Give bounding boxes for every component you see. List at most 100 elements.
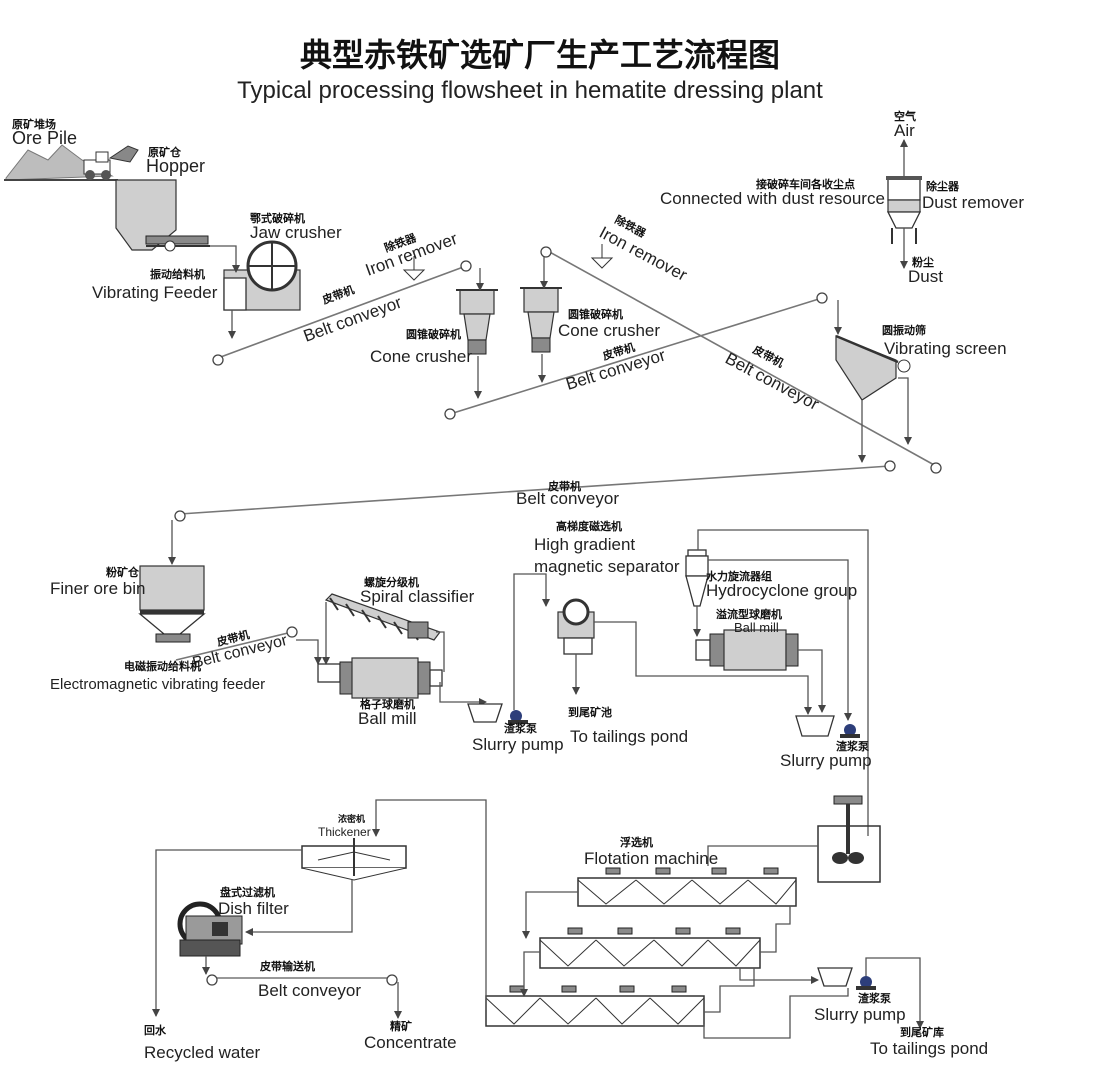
ball-mill1-cn: 格子球磨机 bbox=[360, 697, 415, 711]
flotation-bank-3 bbox=[485, 985, 705, 1027]
hgms-label-2: magnetic separator bbox=[534, 557, 680, 576]
thickener-label: Thickener bbox=[318, 825, 371, 839]
hydrocyclone-label: Hydrocyclone group bbox=[706, 581, 857, 600]
ball-mill-2 bbox=[695, 629, 799, 671]
ball-mill2-cn: 溢流型球磨机 bbox=[716, 607, 782, 621]
hopper-cn: 原矿仓 bbox=[148, 145, 182, 159]
dust-remover bbox=[886, 176, 922, 244]
belt-roller bbox=[816, 292, 828, 304]
cone-crusher-2 bbox=[520, 287, 562, 353]
thickener-cn: 浓密机 bbox=[338, 813, 365, 825]
hydrocyclone-group bbox=[685, 549, 709, 607]
dust-label: Dust bbox=[908, 267, 943, 286]
slurry-pump-3 bbox=[817, 967, 876, 990]
ball-mill-1 bbox=[317, 657, 443, 699]
jaw-crusher-cn: 鄂式破碎机 bbox=[250, 211, 305, 225]
ore-pile-label: Ore Pile bbox=[12, 128, 77, 148]
hgms-cn: 高梯度磁选机 bbox=[556, 519, 622, 533]
title-en: Typical processing flowsheet in hematite… bbox=[237, 77, 823, 104]
vibrating-feeder-cn: 振动给料机 bbox=[150, 267, 205, 281]
slurry-pump1-cn: 渣浆泵 bbox=[504, 721, 537, 735]
belt1-cn: 皮带机 bbox=[319, 282, 356, 307]
slurry-pump-1 bbox=[467, 703, 528, 724]
magnetic-separator bbox=[557, 598, 595, 655]
air-label: Air bbox=[894, 121, 915, 140]
belt-roller bbox=[930, 462, 942, 474]
belt4-cn: 皮带机 bbox=[547, 479, 581, 493]
flotation-bank-1 bbox=[577, 867, 797, 907]
vibrating-screen-cn: 圆振动筛 bbox=[882, 323, 926, 337]
dust-source-label: Connected with dust resource bbox=[660, 189, 885, 208]
tailings2-label: To tailings pond bbox=[870, 1039, 988, 1058]
dust-remover-label: Dust remover bbox=[922, 193, 1024, 212]
slurry-pump2-label: Slurry pump bbox=[780, 751, 872, 770]
cone-crusher1-cn: 圆锥破碎机 bbox=[406, 327, 461, 341]
concentrate-label: Concentrate bbox=[364, 1033, 457, 1052]
belt-roller bbox=[540, 246, 552, 258]
belt-roller bbox=[174, 510, 186, 522]
slurry-pump-2 bbox=[795, 715, 860, 738]
iron-remover-icon bbox=[590, 244, 614, 269]
tailings1-cn: 到尾矿池 bbox=[568, 705, 612, 719]
flotation-bank-2 bbox=[539, 927, 761, 969]
flotation-cn: 浮选机 bbox=[620, 835, 653, 849]
belt6-cn: 皮带输送机 bbox=[259, 959, 315, 973]
vibrating-feeder-label: Vibrating Feeder bbox=[92, 283, 218, 302]
jaw-crusher bbox=[223, 240, 301, 311]
belt-roller bbox=[206, 974, 218, 986]
dish-filter bbox=[177, 901, 243, 957]
slurry-pump3-label: Slurry pump bbox=[814, 1005, 906, 1024]
spiral-classifier-label: Spiral classifier bbox=[360, 587, 475, 606]
hopper-label: Hopper bbox=[146, 156, 205, 176]
ball-mill2-label: Ball mill bbox=[734, 620, 779, 635]
recycled-water-label: Recycled water bbox=[144, 1043, 261, 1062]
spiral-classifier-cn: 螺旋分级机 bbox=[364, 575, 419, 589]
agitator-tank bbox=[817, 795, 881, 883]
belt-roller bbox=[884, 460, 896, 472]
finer-ore-bin-label: Finer ore bin bbox=[50, 579, 145, 598]
vibrating-screen-label: Vibrating screen bbox=[884, 339, 1007, 358]
slurry-pump3-cn: 渣浆泵 bbox=[858, 991, 891, 1005]
thickener bbox=[301, 838, 407, 881]
concentrate-cn: 精矿 bbox=[390, 1019, 412, 1033]
slurry-pump1-label: Slurry pump bbox=[472, 735, 564, 754]
slurry-pump2-cn: 渣浆泵 bbox=[836, 739, 869, 753]
title-cn: 典型赤铁矿选矿厂生产工艺流程图 bbox=[300, 36, 780, 74]
belt-roller bbox=[460, 260, 472, 272]
dust-remover-cn: 除尘器 bbox=[926, 179, 960, 193]
belt-roller bbox=[212, 354, 224, 366]
belt1-label: Belt conveyor bbox=[301, 293, 405, 346]
belt-roller bbox=[286, 626, 298, 638]
flotation-label: Flotation machine bbox=[584, 849, 718, 868]
vibrating-screen bbox=[835, 334, 911, 401]
em-feeder-cn: 电磁振动给料机 bbox=[124, 659, 201, 673]
em-feeder-label: Electromagnetic vibrating feeder bbox=[50, 676, 265, 693]
hopper bbox=[115, 179, 210, 252]
finer-ore-bin bbox=[138, 565, 206, 643]
hgms-label-1: High gradient bbox=[534, 535, 635, 554]
belt4-label: Belt conveyor bbox=[516, 489, 619, 508]
belt6-label: Belt conveyor bbox=[258, 981, 361, 1000]
cone-crusher1-label: Cone crusher bbox=[370, 347, 472, 366]
finer-ore-bin-cn: 粉矿仓 bbox=[106, 565, 140, 579]
air-cn: 空气 bbox=[894, 109, 916, 123]
dust-source-cn: 接破碎车间各收尘点 bbox=[756, 177, 855, 191]
dust-cn: 粉尘 bbox=[912, 255, 934, 269]
iron-remover-icon bbox=[402, 256, 426, 281]
dish-filter-label: Dish filter bbox=[218, 899, 289, 918]
belt-roller bbox=[444, 408, 456, 420]
recycled-water-cn: 回水 bbox=[144, 1023, 167, 1037]
loader-icon bbox=[83, 145, 139, 180]
ball-mill1-label: Ball mill bbox=[358, 709, 417, 728]
cone-crusher2-cn: 圆锥破碎机 bbox=[568, 307, 623, 321]
ore-pile-cn: 原矿堆场 bbox=[12, 117, 56, 131]
cone-crusher2-label: Cone crusher bbox=[558, 321, 660, 340]
hydrocyclone-cn: 水力旋流器组 bbox=[706, 569, 772, 583]
cone-crusher-1 bbox=[456, 289, 498, 355]
dish-filter-cn: 盘式过滤机 bbox=[220, 885, 275, 899]
tailings2-cn: 到尾矿库 bbox=[900, 1025, 944, 1039]
jaw-crusher-label: Jaw crusher bbox=[250, 223, 342, 242]
tailings1-label: To tailings pond bbox=[570, 727, 688, 746]
belt-roller bbox=[386, 974, 398, 986]
